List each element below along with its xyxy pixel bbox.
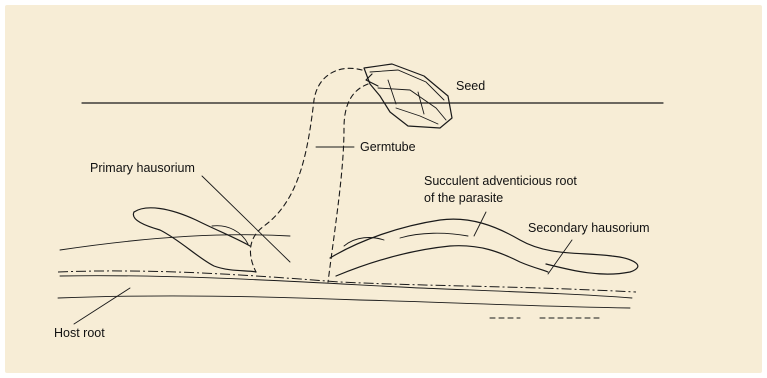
label-succulent-root-line1: Succulent adventicious root xyxy=(424,174,577,188)
label-host-root: Host root xyxy=(54,326,105,340)
label-germtube: Germtube xyxy=(360,140,416,154)
host-root-leader xyxy=(74,288,130,324)
label-seed: Seed xyxy=(456,79,485,93)
host-root-shape xyxy=(58,235,636,318)
parasite-left-arm xyxy=(133,208,256,272)
label-secondary-hausorium: Secondary hausorium xyxy=(528,221,650,235)
primary-hausorium-leader xyxy=(202,176,290,262)
germtube-shape xyxy=(250,68,368,282)
seed-icon xyxy=(364,64,452,128)
label-primary-hausorium: Primary hausorium xyxy=(90,161,195,175)
label-succulent-root-line2: of the parasite xyxy=(424,191,503,205)
